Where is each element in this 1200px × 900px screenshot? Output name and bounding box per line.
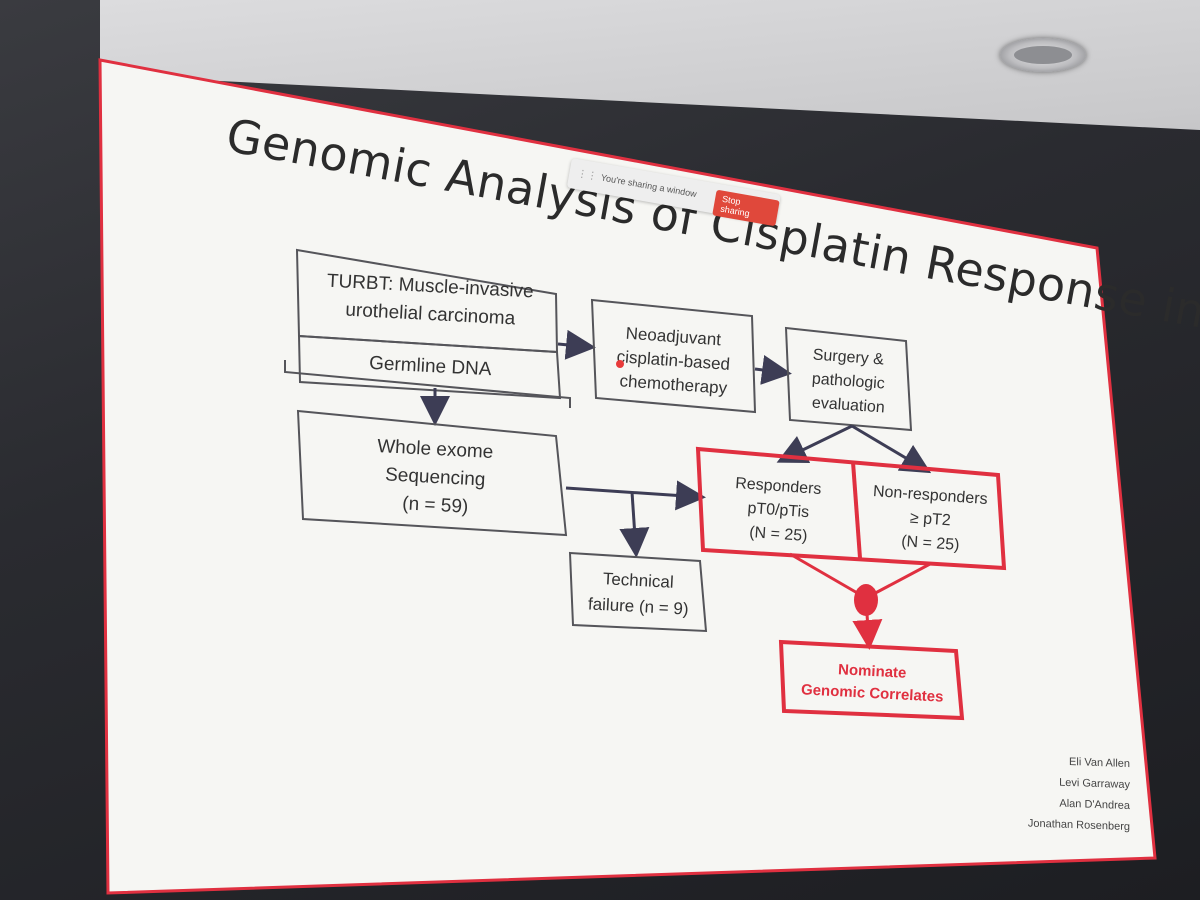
wes-box: Whole exome Sequencing (n = 59) [296,409,568,537]
author-credits: Eli Van Allen Levi Garraway Alan D'Andre… [1010,752,1130,836]
surgery-box: Surgery & pathologic evaluation [784,326,913,432]
nonresponders-label-3: (N = 25) [901,533,960,554]
neoadjuvant-label-2: cisplatin-based [616,347,730,374]
laser-pointer-dot [616,360,624,368]
nominate-label-1: Nominate [838,661,907,682]
arrow-to-responders [776,424,853,464]
germline-label: Germline DNA [369,353,493,380]
technical-label-1: Technical [602,569,674,592]
germline-bracket [284,360,571,408]
turbt-label-1: TURBT: Muscle-invasive [326,271,534,303]
surgery-label-3: evaluation [811,394,885,416]
merge-node [854,584,878,616]
arrow-to-technical [619,491,650,558]
credit-name: Jonathan Rosenberg [1027,817,1130,834]
wes-label-1: Whole exome [377,436,494,463]
arrow-to-neoadjuvant [557,329,596,360]
responders-label-2: pT0/pTis [747,500,810,521]
technical-failure-box: Technical failure (n = 9) [568,551,708,633]
turbt-label-2: urothelial carcinoma [345,300,516,330]
responders-label-3: (N = 25) [749,524,808,545]
red-line-left [789,552,867,600]
arrow-to-surgery [754,355,792,385]
red-line-right [865,562,931,600]
arrow-to-nonresponders [851,424,932,474]
responder-groups-box: Responders pT0/pTis (N = 25) Non-respond… [695,446,1007,571]
responders-label-1: Responders [735,475,822,498]
nonresponders-label-2: ≥ pT2 [909,510,951,530]
neoadjuvant-label-1: Neoadjuvant [625,324,722,350]
nominate-label-2: Genomic Correlates [801,681,944,705]
neoadjuvant-label-3: chemotherapy [619,371,728,398]
surgery-label-2: pathologic [811,370,885,392]
surgery-label-1: Surgery & [812,347,884,369]
wes-label-3: (n = 59) [402,493,469,517]
technical-label-2: failure (n = 9) [588,594,689,618]
arrow-to-nominate [852,613,883,650]
wes-label-2: Sequencing [385,464,486,490]
group-divider [851,461,862,559]
nominate-box: Nominate Genomic Correlates [778,639,965,721]
nonresponders-label-1: Non-responders [872,483,988,508]
neoadjuvant-box: Neoadjuvant cisplatin-based chemotherapy [590,298,757,414]
